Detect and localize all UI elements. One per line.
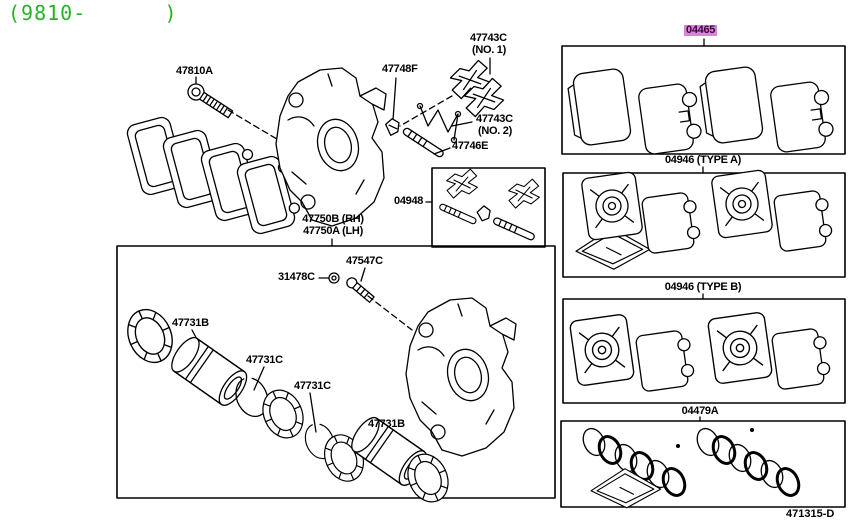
part-label-04948[interactable]: 04948 (394, 195, 424, 207)
piston-and-seals-drawing (119, 301, 457, 509)
cylinder-kit-box (560, 416, 846, 509)
brake-pads-drawing (124, 114, 301, 237)
pad-support-plate-no1-drawing (399, 57, 509, 127)
pad-kit-box (561, 38, 846, 156)
shim-kit-type-b-box (562, 293, 846, 404)
part-label-47746e[interactable]: 47746E (452, 140, 489, 152)
part-label-47547c[interactable]: 47547C (346, 255, 383, 267)
shim-kit-type-a-box (562, 166, 846, 278)
figure-code: 471315-D (786, 508, 835, 520)
production-date-range: (9810- ) (8, 1, 178, 25)
caliper-assembly-box (116, 238, 556, 499)
part-label-47731c-boot[interactable]: 47731C (294, 380, 331, 392)
part-label-47743c-no2[interactable]: 47743C (476, 113, 513, 125)
caliper-front-drawing (275, 67, 387, 227)
part-label-04946-type-b[interactable]: 04946 (TYPE B) (664, 281, 742, 293)
part-label-47743c-no1-sub[interactable]: (NO. 1) (472, 44, 506, 56)
part-label-47731b-front[interactable]: 47731B (172, 317, 209, 329)
bleeder-plug-cap-drawing (318, 272, 340, 284)
caliper-rear-drawing (405, 297, 517, 457)
pad-support-plate-no2-drawing (416, 102, 473, 144)
slide-pin-drawing (401, 126, 451, 159)
part-label-47731c-seal[interactable]: 47731C (246, 354, 283, 366)
part-label-47750a-lh[interactable]: 47750A (LH) (303, 225, 363, 237)
part-label-47743c-no2-sub[interactable]: (NO. 2) (478, 125, 512, 137)
part-label-47743c-no1[interactable]: 47743C (470, 32, 507, 44)
part-label-04946-type-a[interactable]: 04946 (TYPE A) (664, 154, 742, 166)
union-bolt-drawing (187, 76, 293, 149)
part-label-31478c[interactable]: 31478C (278, 271, 315, 283)
part-label-47748f[interactable]: 47748F (382, 63, 418, 75)
bleeder-plug-drawing (346, 267, 413, 331)
part-label-04465-highlighted[interactable]: 04465 (684, 24, 718, 36)
part-label-47810a[interactable]: 47810A (176, 65, 213, 77)
part-label-47731b-rear[interactable]: 47731B (368, 418, 405, 430)
part-label-04479a[interactable]: 04479A (681, 405, 719, 417)
fitting-kit-box (425, 167, 546, 248)
pad-clip-drawing (385, 77, 400, 136)
part-label-47750b-rh[interactable]: 47750B (RH) (302, 213, 364, 225)
